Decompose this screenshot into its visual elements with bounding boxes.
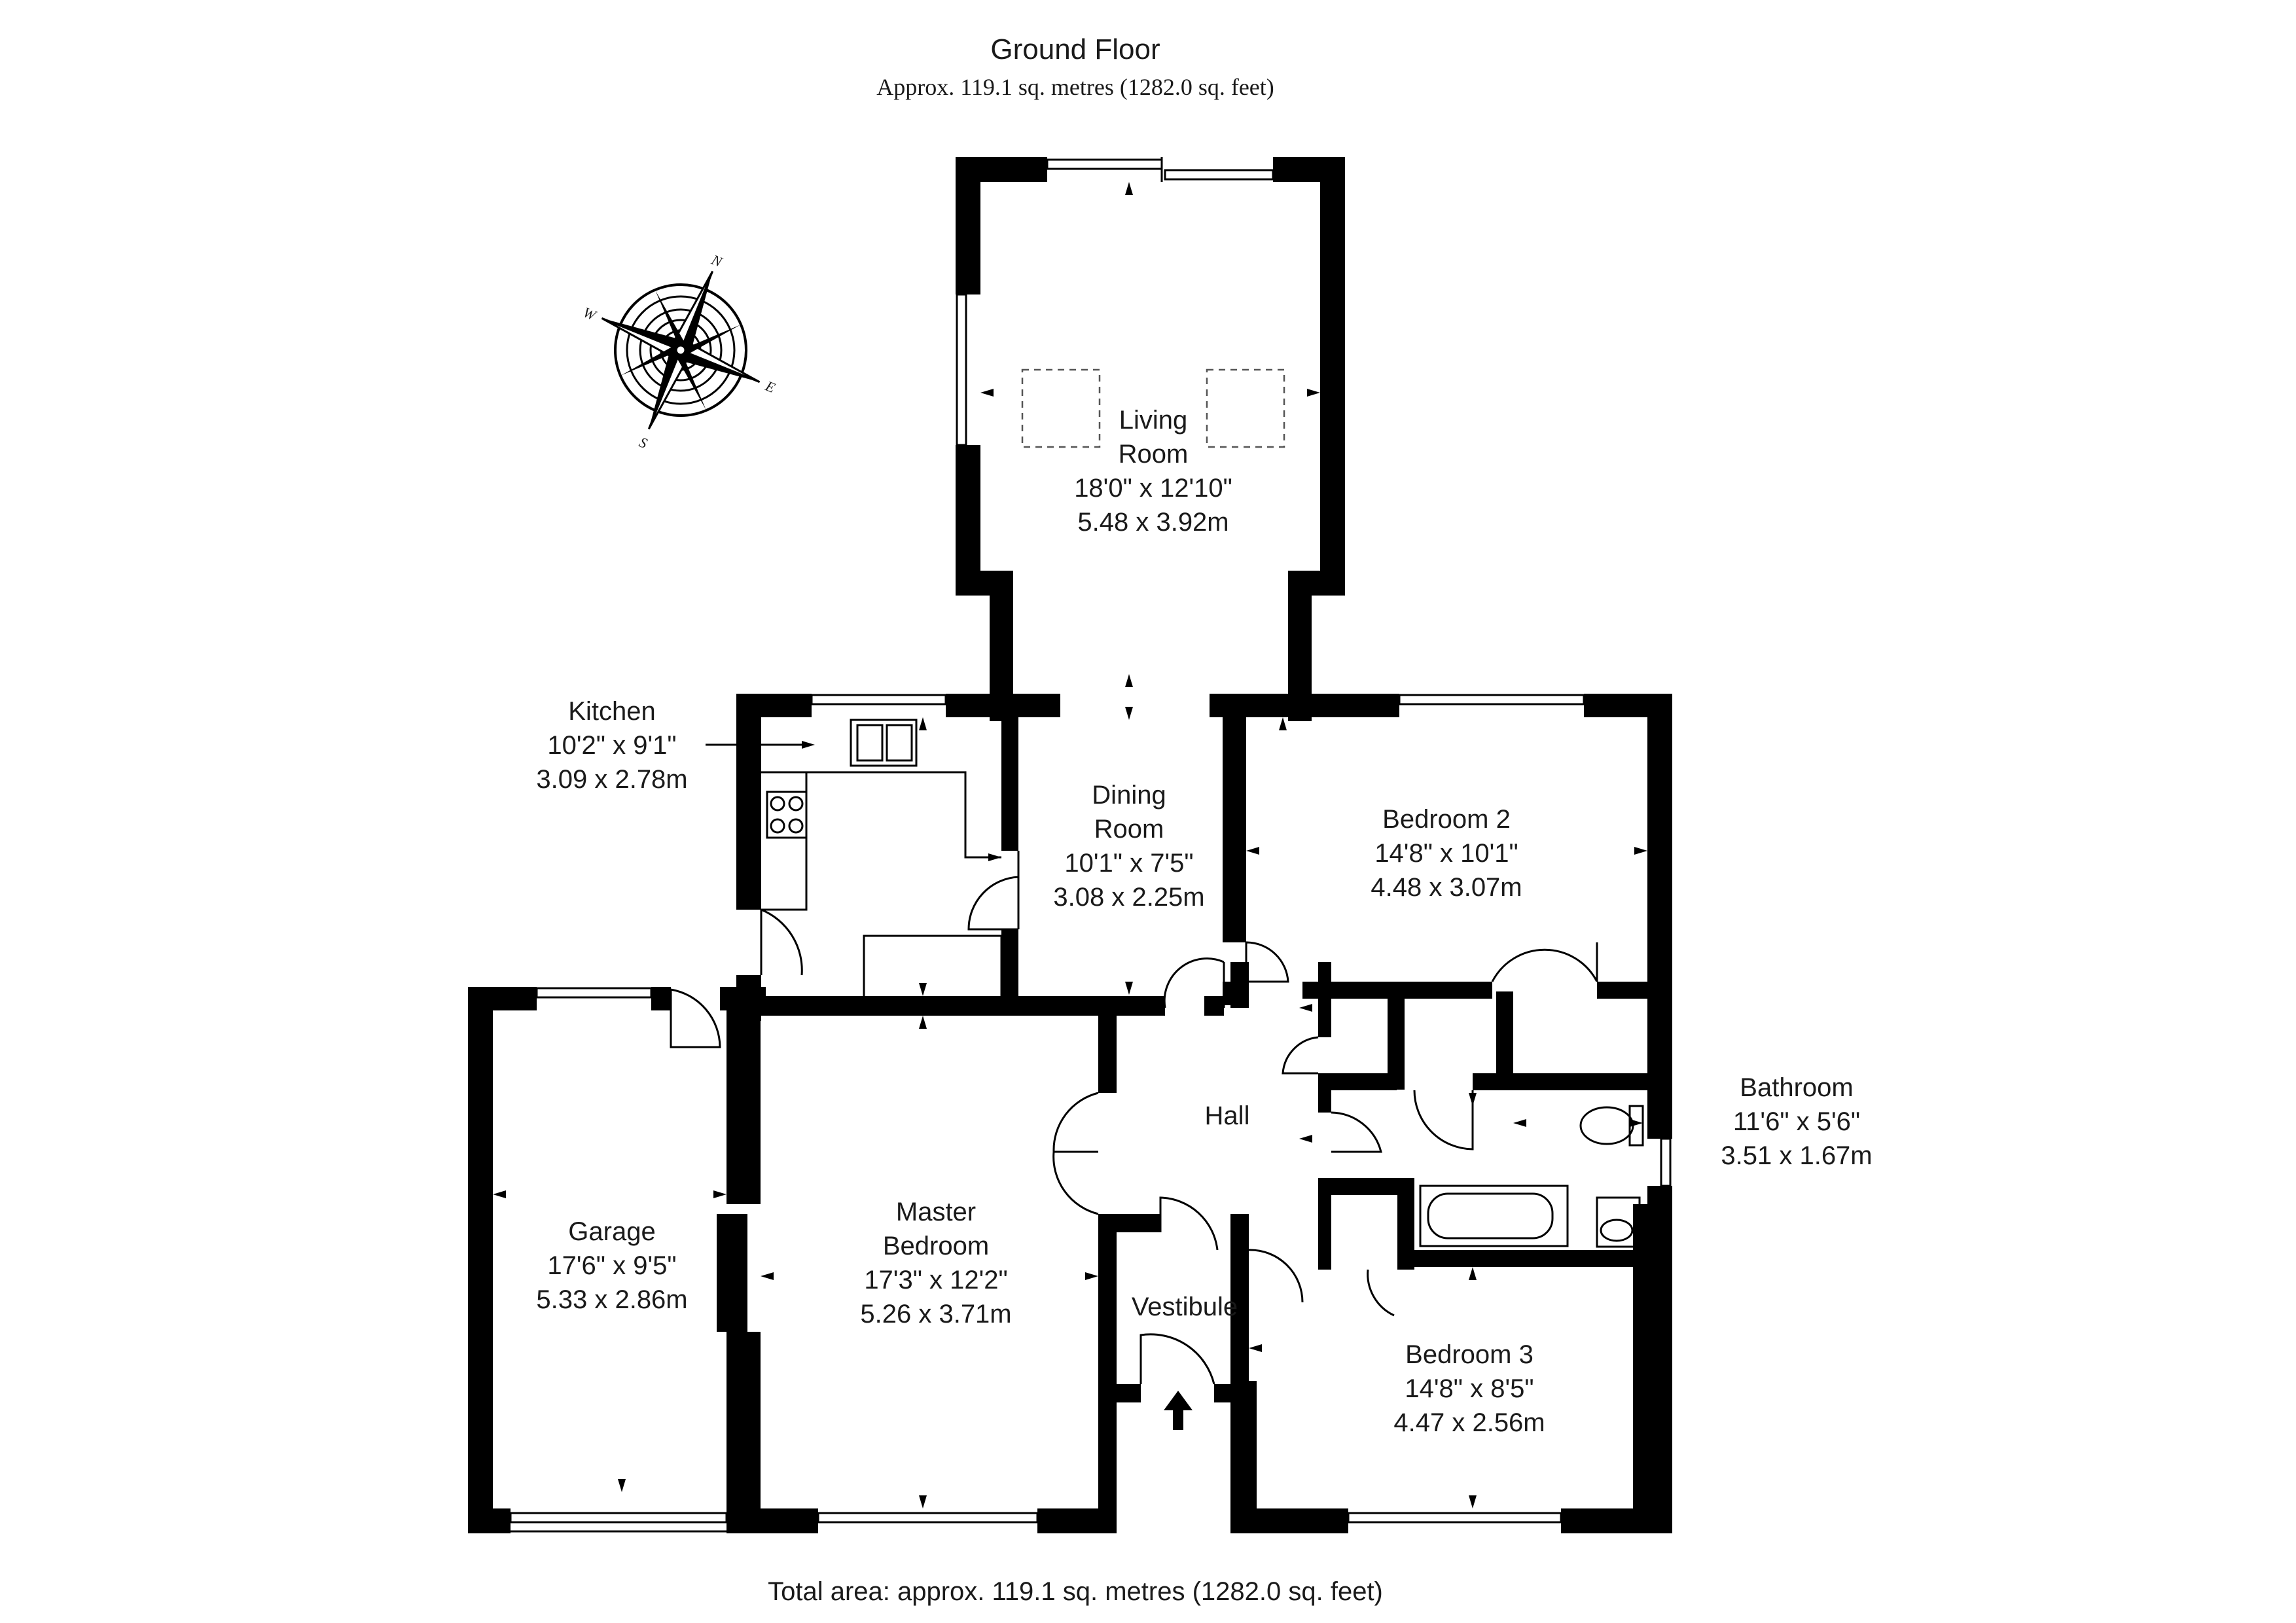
room-name: Bathroom — [1740, 1073, 1853, 1102]
hall-closet-door — [1331, 1111, 1382, 1153]
vestibule-inner-door — [1159, 1196, 1219, 1251]
skylight-left — [1021, 368, 1101, 448]
room-dimensions-metric: 3.09 x 2.78m — [536, 765, 687, 794]
total-area: Total area: approx. 119.1 sq. metres (12… — [768, 1577, 1383, 1606]
doors — [670, 851, 1598, 1385]
room-hall: Hall — [1205, 1101, 1250, 1130]
room-dimensions-imperial: 10'2" x 9'1" — [547, 731, 676, 760]
room-dimensions-imperial: 11'6" x 5'6" — [1733, 1107, 1860, 1136]
room-bathroom: Bathroom 11'6" x 5'6" 3.51 x 1.67m — [1721, 1073, 1872, 1170]
room-dimensions-metric: 3.08 x 2.25m — [1053, 883, 1204, 912]
compass-north-label: N — [709, 251, 725, 271]
bedroom2-door — [1245, 941, 1289, 983]
skylight-right — [1206, 368, 1285, 448]
room-dimensions-metric: 4.47 x 2.56m — [1393, 1408, 1545, 1437]
room-dimensions-imperial: 17'6" x 9'5" — [547, 1251, 676, 1280]
garage-door — [670, 988, 721, 1048]
room-dining: Dining Room 10'1" x 7'5" 3.08 x 2.25m — [1053, 781, 1204, 912]
sink-icon — [850, 719, 918, 767]
hall-door-top — [1163, 957, 1225, 1008]
windows — [509, 157, 1672, 1533]
master-door-upper — [1052, 1092, 1099, 1153]
bedroom3-door — [1248, 1249, 1304, 1303]
basin-icon — [1596, 1196, 1641, 1248]
room-dimensions-imperial: 17'3" x 12'2" — [864, 1266, 1007, 1294]
room-garage: Garage 17'6" x 9'5" 5.33 x 2.86m — [536, 1217, 687, 1314]
room-name: Bedroom 3 — [1405, 1340, 1534, 1369]
room-name: Vestibule — [1132, 1293, 1238, 1321]
front-door — [1139, 1333, 1215, 1385]
room-dimensions-metric: 5.33 x 2.86m — [536, 1285, 687, 1314]
room-dimensions-metric: 3.51 x 1.67m — [1721, 1141, 1872, 1170]
compass-rose-icon: N E S W — [581, 251, 778, 452]
master-door-lower — [1052, 1151, 1099, 1215]
room-name: Hall — [1205, 1101, 1250, 1130]
bedroom2-closet-door — [1491, 942, 1598, 982]
room-dimensions-metric: 4.48 x 3.07m — [1371, 873, 1522, 902]
bathroom-door — [1413, 1090, 1474, 1150]
fixtures — [717, 368, 1644, 1332]
room-bedroom-3: Bedroom 3 14'8" x 8'5" 4.47 x 2.56m — [1393, 1340, 1545, 1437]
room-name: Bedroom — [883, 1232, 989, 1260]
room-name: Living — [1119, 406, 1188, 435]
bath-icon — [1419, 1185, 1569, 1247]
floor-area-subtitle: Approx. 119.1 sq. metres (1282.0 sq. fee… — [876, 74, 1274, 100]
dimension-markers — [493, 182, 1647, 1508]
room-dimensions-imperial: 14'8" x 10'1" — [1374, 839, 1518, 868]
room-name: Room — [1094, 815, 1164, 844]
room-dimensions-imperial: 14'8" x 8'5" — [1405, 1374, 1534, 1403]
compass-south-label: S — [637, 434, 650, 452]
room-living: Living Room 18'0" x 12'10" 5.48 x 3.92m — [1074, 406, 1232, 537]
bedroom3-closet-door — [1367, 1269, 1395, 1317]
room-name: Master — [896, 1198, 976, 1226]
room-kitchen: Kitchen 10'2" x 9'1" 3.09 x 2.78m — [536, 697, 687, 794]
room-name: Bedroom 2 — [1382, 805, 1511, 834]
floor-title: Ground Floor — [990, 33, 1160, 65]
closet-door — [1282, 1036, 1319, 1075]
room-dimensions-imperial: 10'1" x 7'5" — [1064, 849, 1193, 878]
room-master-bedroom: Master Bedroom 17'3" x 12'2" 5.26 x 3.71… — [860, 1198, 1011, 1329]
room-dimensions-metric: 5.48 x 3.92m — [1077, 508, 1229, 537]
room-dimensions-metric: 5.26 x 3.71m — [860, 1300, 1011, 1329]
room-name: Garage — [568, 1217, 655, 1246]
compass-west-label: W — [581, 304, 600, 324]
compass-east-label: E — [762, 377, 778, 396]
dining-door — [967, 851, 1020, 931]
hob-icon — [766, 791, 808, 839]
entrance-arrow-icon — [1164, 1391, 1193, 1430]
room-name: Room — [1119, 440, 1189, 469]
room-name: Dining — [1092, 781, 1166, 810]
room-bedroom-2: Bedroom 2 14'8" x 10'1" 4.48 x 3.07m — [1371, 805, 1522, 902]
room-vestibule: Vestibule — [1132, 1293, 1238, 1321]
room-dimensions-imperial: 18'0" x 12'10" — [1074, 474, 1232, 503]
room-name: Kitchen — [568, 697, 655, 726]
kitchen-door — [760, 908, 803, 976]
